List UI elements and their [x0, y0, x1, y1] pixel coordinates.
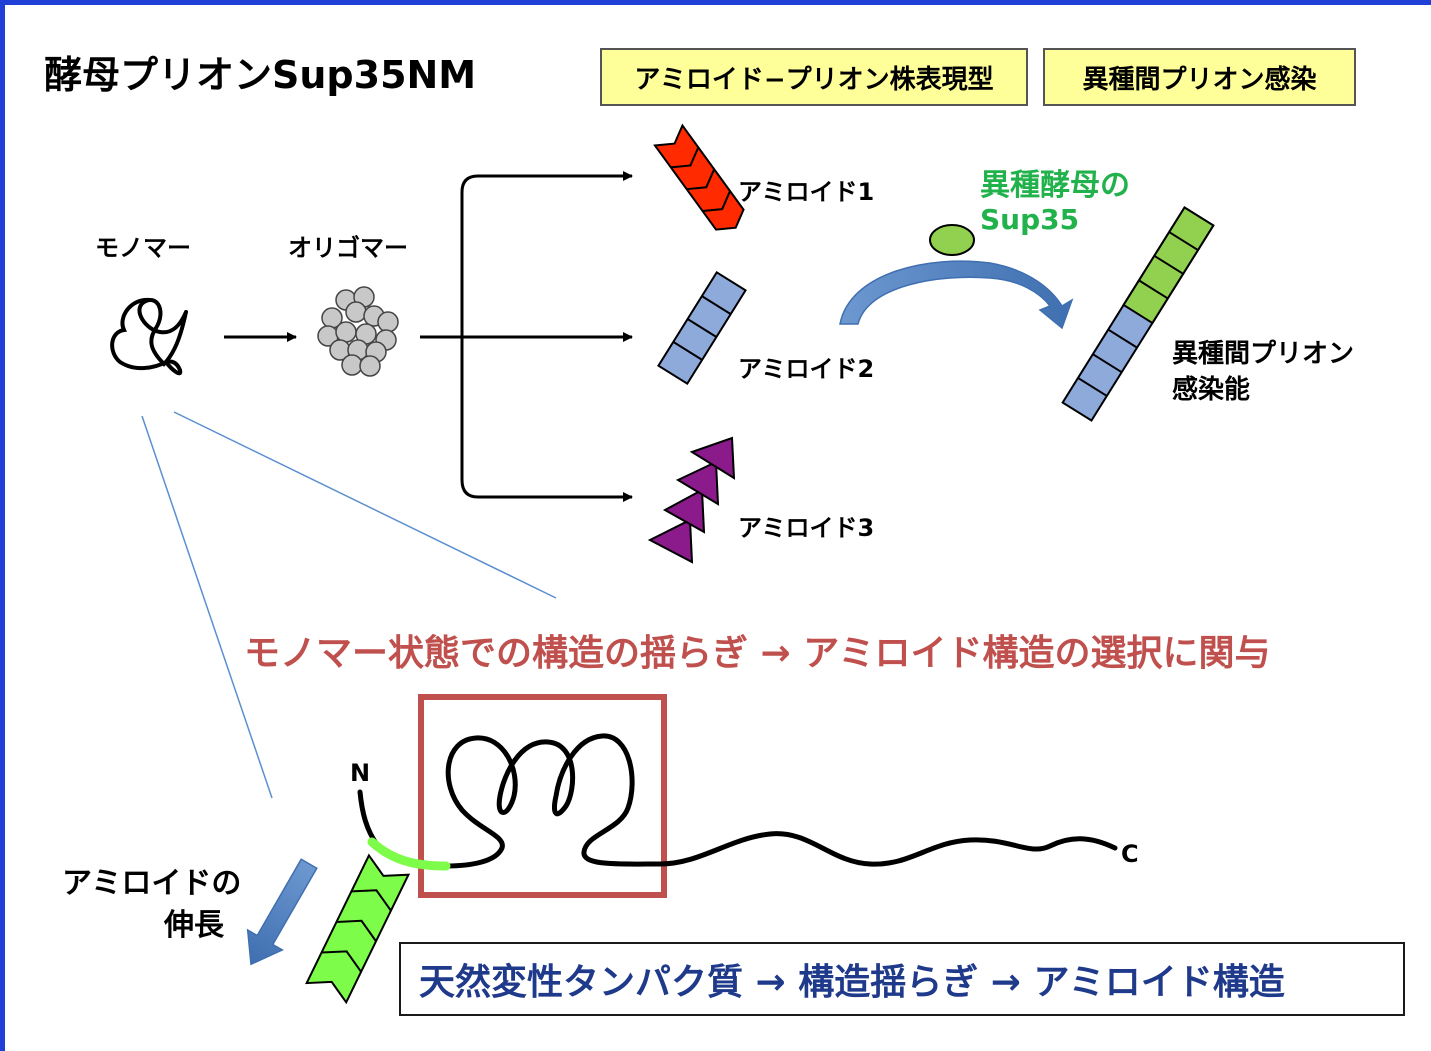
growing-amyloid-fibril-icon [305, 853, 411, 1005]
amyloid2-label: アミロイド2 [738, 355, 875, 383]
elongation-label-line2: 伸長 [164, 908, 224, 943]
oligomer-label: オリゴマー [288, 234, 408, 262]
recruitment-arrow [839, 260, 1074, 330]
summary-text: 天然変性タンパク質 → 構造揺らぎ → アミロイド構造 [419, 962, 1285, 1003]
heterologous-label-line1: 異種酵母の [980, 168, 1130, 203]
infectivity-label-line1: 異種間プリオン [1172, 339, 1355, 369]
c-terminus-label: C [1121, 840, 1139, 868]
monomer-coil-icon [110, 297, 188, 376]
cross-species-label: 異種間プリオン感染 [1082, 64, 1317, 95]
amyloid1-label: アミロイド1 [738, 178, 875, 206]
page-title: 酵母プリオンSup35NM [44, 53, 477, 97]
zoom-line-right [173, 411, 557, 599]
strain-phenotype-label: アミロイド−プリオン株表現型 [634, 64, 994, 95]
protein-chain-green-segment [367, 837, 451, 871]
heterologous-label-line2: Sup35 [980, 203, 1080, 236]
strain-phenotype-box: アミロイド−プリオン株表現型 [600, 48, 1028, 106]
protein-chain [357, 733, 1118, 869]
amyloid3-fibril-icon [647, 436, 736, 564]
monomer-label: モノマー [95, 234, 191, 262]
fluctuation-headline: モノマー状態での構造の揺らぎ → アミロイド構造の選択に関与 [244, 633, 1271, 674]
amyloid2-fibril-icon [657, 270, 747, 386]
infectivity-label-line2: 感染能 [1172, 375, 1251, 405]
summary-box: 天然変性タンパク質 → 構造揺らぎ → アミロイド構造 [399, 942, 1405, 1016]
zoom-line-left [141, 415, 273, 799]
fluctuation-region-box [418, 694, 667, 898]
heterologous-fibril-icon [1061, 206, 1215, 422]
amyloid1-fibril-icon [653, 123, 745, 231]
n-terminus-label: N [350, 759, 371, 787]
branch-arrows [420, 171, 633, 502]
cross-species-box: 異種間プリオン感染 [1043, 48, 1356, 106]
oligomer-cluster-icon [317, 286, 399, 377]
heterologous-sup35-icon [929, 224, 975, 256]
amyloid3-label: アミロイド3 [738, 514, 875, 542]
elongation-arrow [246, 858, 318, 966]
elongation-label-line1: アミロイドの [62, 866, 242, 901]
